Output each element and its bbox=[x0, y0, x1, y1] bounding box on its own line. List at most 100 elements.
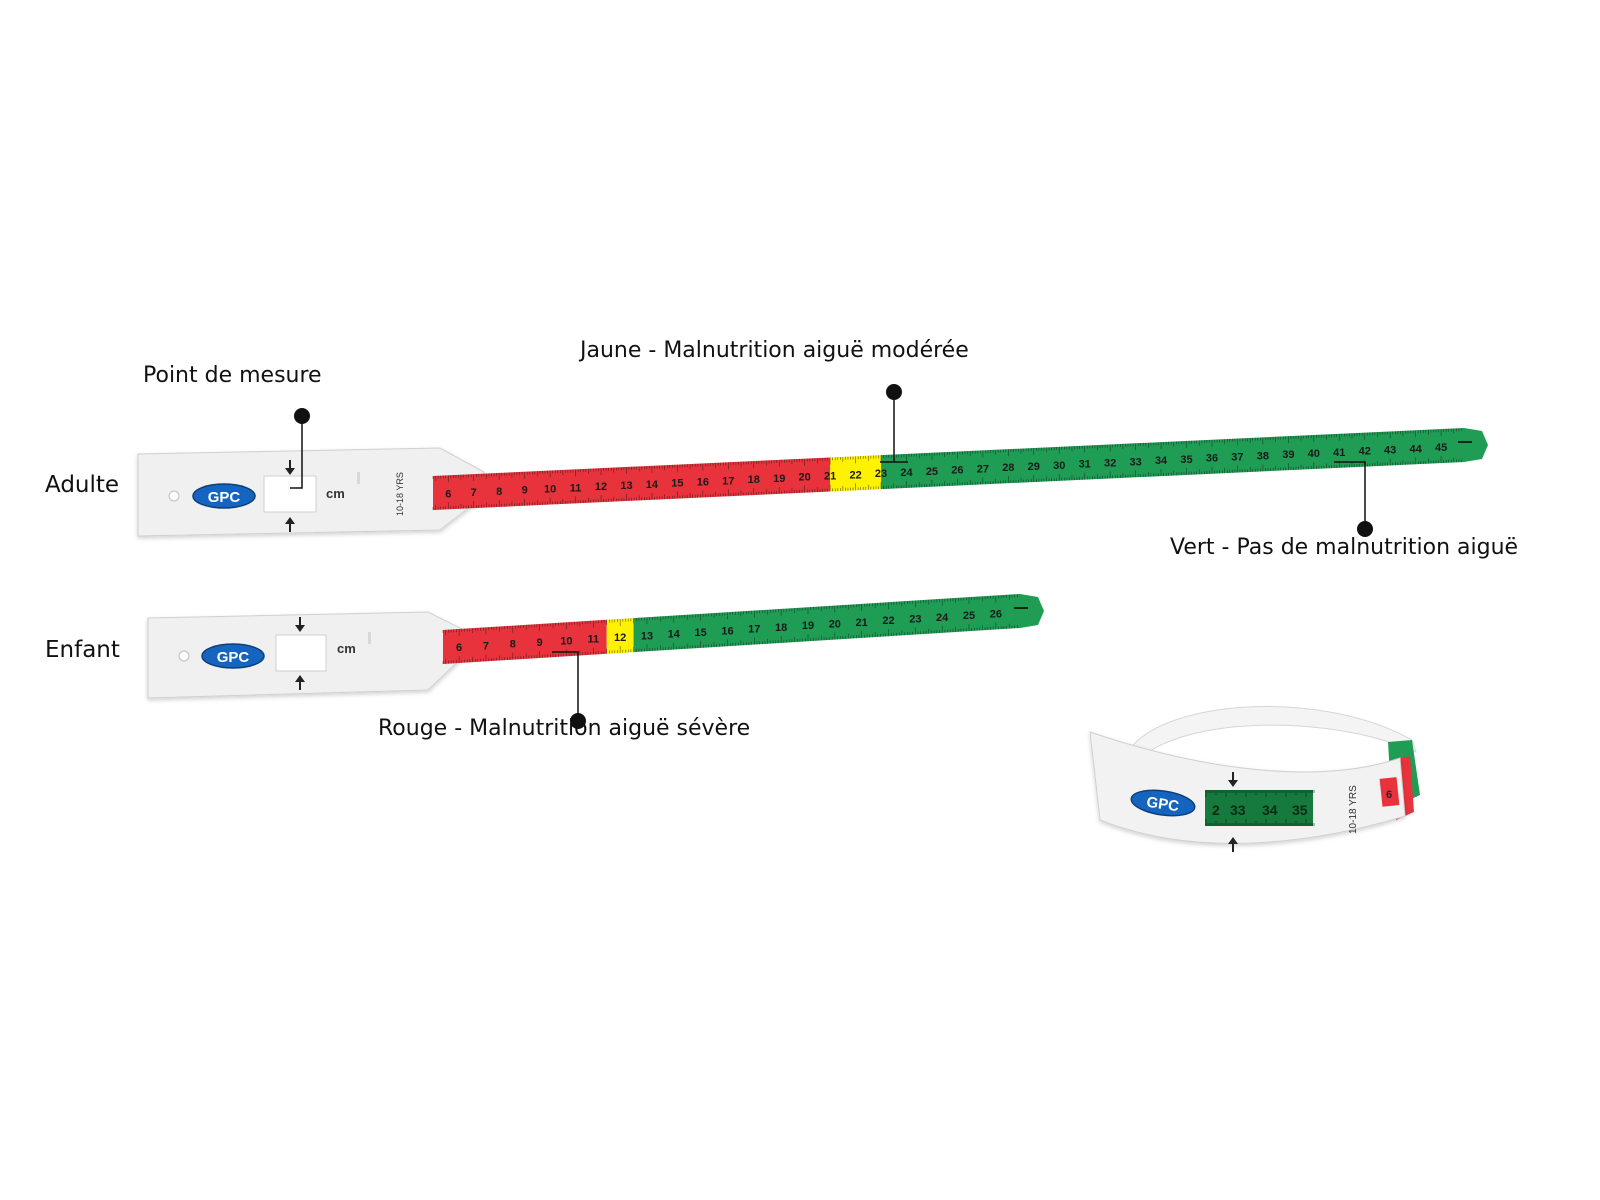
callout-measure-point: Point de mesure bbox=[143, 363, 322, 388]
adult-strip-tick-label: 8 bbox=[496, 486, 502, 498]
band-red-window bbox=[1379, 777, 1400, 807]
band-arrow-up-icon bbox=[1228, 837, 1238, 852]
adult-strip-tick-label: 13 bbox=[620, 480, 632, 492]
child-strip-tick-label: 11 bbox=[587, 634, 599, 646]
child-strip-tick-label: 19 bbox=[802, 620, 814, 632]
child-strip-green-zone bbox=[633, 594, 1020, 653]
child-strip-tick-label: 18 bbox=[775, 622, 787, 634]
adult-strip-tick-label: 39 bbox=[1282, 449, 1294, 461]
adult-strip-tick-label: 41 bbox=[1333, 447, 1345, 459]
child-strip-tick-label: 20 bbox=[829, 619, 841, 631]
child-strip-red-zone bbox=[443, 619, 607, 664]
child-gpc-text: GPC bbox=[217, 649, 250, 666]
child-strip-tick-label: 25 bbox=[963, 610, 975, 622]
child-strip-yellow-zone bbox=[606, 618, 634, 654]
adult-strip-tick-label: 19 bbox=[773, 473, 785, 485]
adult-strip-tick-label: 38 bbox=[1257, 450, 1269, 462]
adult-strip-tick-label: 15 bbox=[671, 478, 683, 490]
row-label-adult: Adulte bbox=[45, 472, 120, 498]
band-age-range: 10-18 YRS bbox=[1348, 785, 1359, 834]
adult-strip-tick-label: 33 bbox=[1129, 456, 1141, 468]
adult-strip-tick-label: 11 bbox=[570, 482, 582, 494]
child-card-slot bbox=[368, 632, 371, 644]
child-strip-tick-label: 9 bbox=[537, 637, 543, 649]
callout-green: Vert - Pas de malnutrition aiguë bbox=[1170, 535, 1519, 560]
child-strip-tick-label: 7 bbox=[483, 640, 489, 652]
row-label-child: Enfant bbox=[45, 637, 120, 663]
adult-strip-tick-label: 37 bbox=[1231, 452, 1243, 464]
child-strip-tick-label: 21 bbox=[856, 617, 868, 629]
adult-unit: cm bbox=[326, 486, 345, 501]
adult-strip-tick-label: 30 bbox=[1053, 460, 1065, 472]
callout-line-yellow bbox=[880, 384, 908, 463]
adult-strip-tick-label: 28 bbox=[1002, 462, 1014, 474]
child-strip-tick-label: 15 bbox=[695, 627, 707, 639]
child-card-hole bbox=[178, 650, 190, 662]
adult-strip-tick-label: 23 bbox=[875, 468, 887, 480]
adult-strip-tick-label: 9 bbox=[522, 485, 528, 497]
adult-strip-tick-label: 14 bbox=[646, 479, 659, 491]
adult-strip-tick-label: 29 bbox=[1028, 461, 1040, 473]
band-gpc-logo: GPC bbox=[1130, 789, 1196, 817]
band-gpc-text: GPC bbox=[1146, 794, 1181, 815]
adult-strip-tick-label: 12 bbox=[595, 481, 607, 493]
child-strip-tick-label: 13 bbox=[641, 630, 653, 642]
child-strip-tick-label: 23 bbox=[909, 614, 921, 626]
adult-age-range: 10-18 YRS bbox=[395, 472, 405, 516]
child-strip-tick-label: 22 bbox=[882, 615, 894, 627]
adult-strip-tick-label: 44 bbox=[1410, 443, 1423, 455]
adult-strip-tick-label: 43 bbox=[1384, 444, 1396, 456]
child-strip-tip bbox=[1020, 594, 1044, 628]
band-window bbox=[1205, 790, 1313, 826]
callout-yellow: Jaune - Malnutrition aiguë modérée bbox=[580, 338, 969, 363]
child-strip-tick-label: 16 bbox=[721, 625, 733, 637]
adult-strip-tick-label: 42 bbox=[1359, 446, 1371, 458]
band-tick-1: 33 bbox=[1230, 802, 1246, 818]
adult-strip-tick-label: 32 bbox=[1104, 457, 1116, 469]
adult-arrow-down-icon bbox=[285, 460, 295, 475]
adult-gpc-text: GPC bbox=[208, 489, 241, 506]
adult-strip-tick-label: 20 bbox=[799, 472, 811, 484]
adult-strip-tick-label: 36 bbox=[1206, 453, 1218, 465]
adult-strip-tick-label: 35 bbox=[1180, 454, 1192, 466]
adult-strip-tick-label: 34 bbox=[1155, 455, 1168, 467]
child-strip-tick-label: 12 bbox=[614, 632, 626, 644]
band-window-ticks bbox=[1205, 790, 1315, 826]
callout-line-green bbox=[1334, 461, 1373, 537]
adult-strip-tick-label: 21 bbox=[824, 471, 836, 483]
child-strip-tick-label: 17 bbox=[748, 624, 760, 636]
adult-strip-tick-label: 26 bbox=[951, 465, 963, 477]
adult-strip-tick-label: 10 bbox=[544, 484, 556, 496]
adult-window bbox=[263, 475, 317, 513]
band-loop-back bbox=[1127, 706, 1417, 761]
child-strip-tick-label: 26 bbox=[990, 609, 1002, 621]
callout-red: Rouge - Malnutrition aiguë sévère bbox=[378, 716, 751, 741]
adult-arrow-up-icon bbox=[285, 517, 295, 532]
adult-strip-tick-label: 18 bbox=[748, 474, 760, 486]
adult-strip-tick-label: 31 bbox=[1079, 459, 1091, 471]
child-strip-tick-label: 10 bbox=[560, 635, 572, 647]
child-arrow-up-icon bbox=[295, 675, 305, 690]
muac-band: 6 GPC 2 33 34 35 10-18 YRS bbox=[1089, 706, 1420, 852]
adult-strip-green-zone bbox=[881, 428, 1464, 490]
adult-strip-tick-label: 24 bbox=[900, 467, 913, 479]
adult-strip-red-zone bbox=[433, 457, 831, 510]
child-unit: cm bbox=[337, 641, 356, 656]
band-tick-3: 35 bbox=[1292, 802, 1308, 818]
adult-strip-tick-label: 40 bbox=[1308, 448, 1320, 460]
child-strip-tick-label: 8 bbox=[510, 639, 516, 651]
callout-line-red bbox=[552, 651, 586, 729]
child-gpc-logo: GPC bbox=[201, 643, 265, 669]
callout-line-measure-point bbox=[290, 408, 310, 489]
child-strip-tick-label: 24 bbox=[936, 612, 949, 624]
band-tick-0: 2 bbox=[1212, 802, 1220, 818]
child-arrow-down-icon bbox=[295, 617, 305, 632]
band-tick-2: 34 bbox=[1262, 802, 1278, 818]
adult-strip-tip bbox=[1464, 428, 1488, 462]
